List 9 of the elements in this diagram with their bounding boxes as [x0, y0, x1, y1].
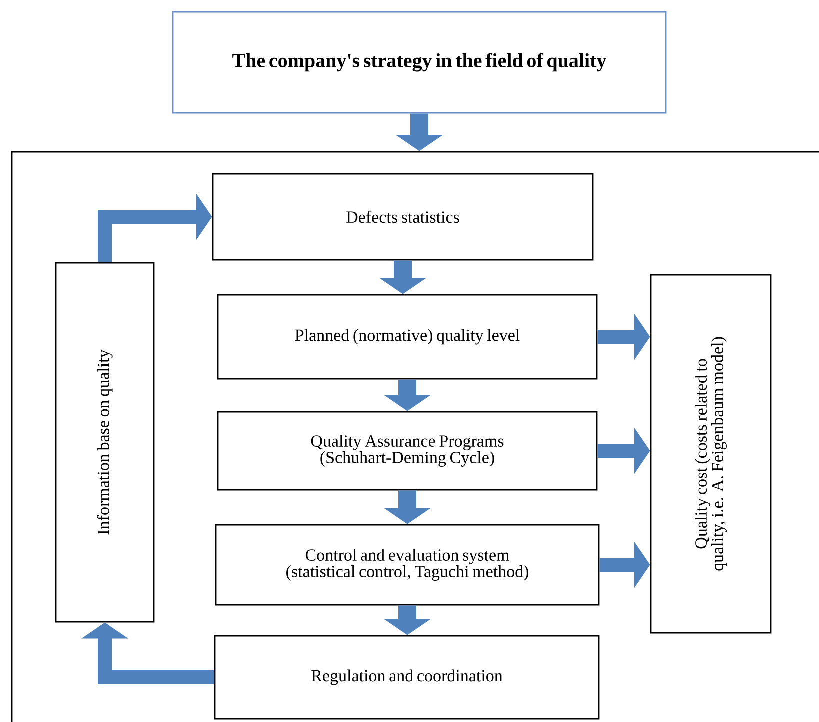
frame-box	[11, 151, 819, 722]
process-box: Quality cost (costs related to quality, i.e. A. Feigenbaum model)	[650, 274, 772, 634]
process-box: Quality Assurance Programs (Schuhart-Deming Cycle)	[217, 411, 598, 491]
process-box: Control and evaluation system (statistical control, Taguchi method)	[215, 524, 600, 606]
process-box: Regulation and coordination	[214, 635, 600, 720]
process-box: Defects statistics	[212, 173, 594, 261]
title-box: The company's strategy in the field of quality	[172, 11, 667, 114]
process-box: Information base on quality	[55, 262, 155, 623]
process-box: Planned (normative) quality level	[217, 294, 598, 380]
